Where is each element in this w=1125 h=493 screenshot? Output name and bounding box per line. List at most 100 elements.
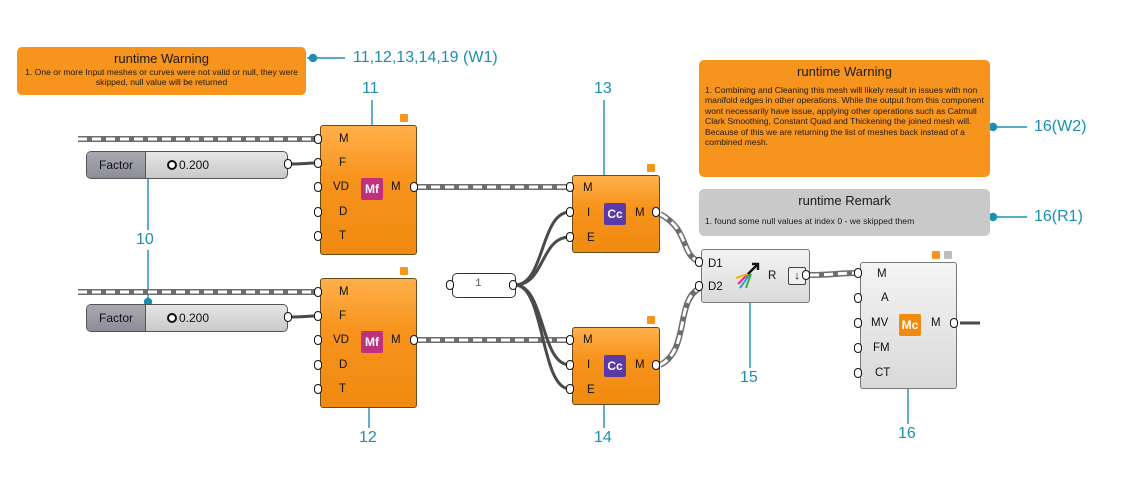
output-port[interactable]: M	[391, 334, 401, 346]
port-knob[interactable]	[566, 182, 574, 192]
port-knob[interactable]	[802, 270, 810, 280]
callout-14: 14	[594, 429, 612, 446]
input-port[interactable]: M	[339, 286, 349, 298]
port-knob[interactable]	[314, 287, 322, 297]
factor-slider-2[interactable]: Factor 0.200	[86, 304, 288, 332]
warning-title: runtime Warning	[797, 64, 892, 79]
callout-15: 15	[740, 369, 758, 386]
merge-component-15[interactable]: D1 D2 R ↓	[701, 249, 810, 303]
component-flag	[647, 164, 655, 172]
slider-knob[interactable]	[167, 313, 177, 323]
port-knob[interactable]	[566, 360, 574, 370]
input-port[interactable]: FM	[873, 342, 890, 354]
port-knob[interactable]	[652, 360, 660, 370]
port-knob[interactable]	[314, 311, 322, 321]
output-port[interactable]: R	[768, 270, 777, 282]
input-port[interactable]: F	[339, 157, 347, 169]
port-knob[interactable]	[854, 343, 862, 353]
combine-clean-component-14[interactable]: M I E M Cc	[572, 316, 660, 405]
output-port[interactable]: M	[635, 359, 645, 371]
factor-slider-1[interactable]: Factor 0.200	[86, 151, 288, 179]
port-knob[interactable]	[314, 384, 322, 394]
port-knob[interactable]	[566, 232, 574, 242]
component-flag-warning	[932, 251, 940, 259]
slider-knob[interactable]	[167, 160, 177, 170]
input-port[interactable]: E	[587, 384, 595, 396]
input-port[interactable]: D	[339, 206, 348, 218]
warning-title: runtime Warning	[114, 51, 209, 66]
port-knob[interactable]	[566, 335, 574, 345]
port-knob[interactable]	[566, 207, 574, 217]
port-knob[interactable]	[950, 318, 958, 328]
mesh-factor-icon: Mf	[361, 331, 383, 353]
runtime-warning-w2: runtime Warning 1. Combining and Cleanin…	[699, 60, 990, 177]
port-knob[interactable]	[695, 257, 703, 267]
port-knob[interactable]	[854, 318, 862, 328]
port-knob[interactable]	[410, 335, 418, 345]
input-port[interactable]: M	[339, 133, 349, 145]
port-knob[interactable]	[854, 368, 862, 378]
input-port[interactable]: I	[587, 359, 591, 371]
port-knob[interactable]	[854, 293, 862, 303]
runtime-warning-w1: runtime Warning 1. One or more Input mes…	[17, 47, 306, 95]
port-knob[interactable]	[284, 159, 292, 169]
port-knob[interactable]	[314, 158, 322, 168]
output-port[interactable]: M	[931, 317, 941, 329]
port-knob[interactable]	[509, 280, 517, 290]
remark-body: 1. found some null values at index 0 - w…	[705, 216, 915, 226]
callout-r1: 16(R1)	[1034, 208, 1083, 225]
port-knob[interactable]	[652, 207, 660, 217]
input-port[interactable]: D	[339, 359, 348, 371]
port-knob[interactable]	[314, 182, 322, 192]
combine-clean-icon: Cc	[604, 355, 626, 377]
combine-clean-component-13[interactable]: M I E M Cc	[572, 164, 660, 253]
slider-label: Factor	[87, 305, 146, 331]
item-wires	[289, 161, 980, 391]
callout-16: 16	[898, 425, 916, 442]
output-port[interactable]: M	[635, 207, 645, 219]
callout-w2: 16(W2)	[1034, 118, 1087, 135]
list-wires	[78, 136, 859, 368]
port-knob[interactable]	[446, 280, 454, 290]
input-port[interactable]: VD	[333, 181, 349, 193]
callout-w1: 11,12,13,14,19 (W1)	[353, 49, 498, 66]
input-port[interactable]: M	[877, 268, 887, 280]
input-port[interactable]: VD	[333, 334, 349, 346]
runtime-remark-r1: runtime Remark 1. found some null values…	[699, 189, 990, 236]
mesh-combine-component-16[interactable]: M A MV FM CT M Mc	[860, 251, 957, 389]
output-port[interactable]: M	[391, 181, 401, 193]
port-knob[interactable]	[314, 207, 322, 217]
slider-label: Factor	[87, 152, 146, 178]
input-port[interactable]: I	[587, 207, 591, 219]
slider-value: 0.200	[179, 311, 210, 325]
input-port[interactable]: M	[583, 182, 593, 194]
input-port[interactable]: D2	[708, 281, 723, 293]
port-knob[interactable]	[695, 281, 703, 291]
slider-value: 0.200	[179, 158, 210, 172]
input-port[interactable]: A	[881, 292, 889, 304]
mesh-factor-component-12[interactable]: M F VD D T M Mf	[320, 267, 417, 408]
warning-body: 1. Combining and Cleaning this mesh will…	[705, 85, 984, 148]
component-flag	[400, 267, 408, 275]
input-port[interactable]: MV	[871, 317, 889, 329]
callout-12: 12	[359, 429, 377, 446]
input-port[interactable]: F	[339, 310, 347, 322]
input-port[interactable]: D1	[708, 258, 723, 270]
port-knob[interactable]	[314, 231, 322, 241]
port-knob[interactable]	[314, 335, 322, 345]
merge-icon	[735, 262, 760, 289]
value-panel[interactable]: 1	[452, 273, 516, 298]
port-knob[interactable]	[314, 134, 322, 144]
port-knob[interactable]	[314, 360, 322, 370]
input-port[interactable]: CT	[875, 367, 891, 379]
mesh-factor-component-11[interactable]: M F VD D T M Mf	[320, 114, 417, 255]
input-port[interactable]: T	[339, 230, 347, 242]
port-knob[interactable]	[566, 384, 574, 394]
combine-clean-icon: Cc	[604, 203, 626, 225]
port-knob[interactable]	[854, 268, 862, 278]
input-port[interactable]: M	[583, 334, 593, 346]
input-port[interactable]: T	[339, 383, 347, 395]
input-port[interactable]: E	[587, 232, 595, 244]
port-knob[interactable]	[410, 182, 418, 192]
port-knob[interactable]	[284, 312, 292, 322]
